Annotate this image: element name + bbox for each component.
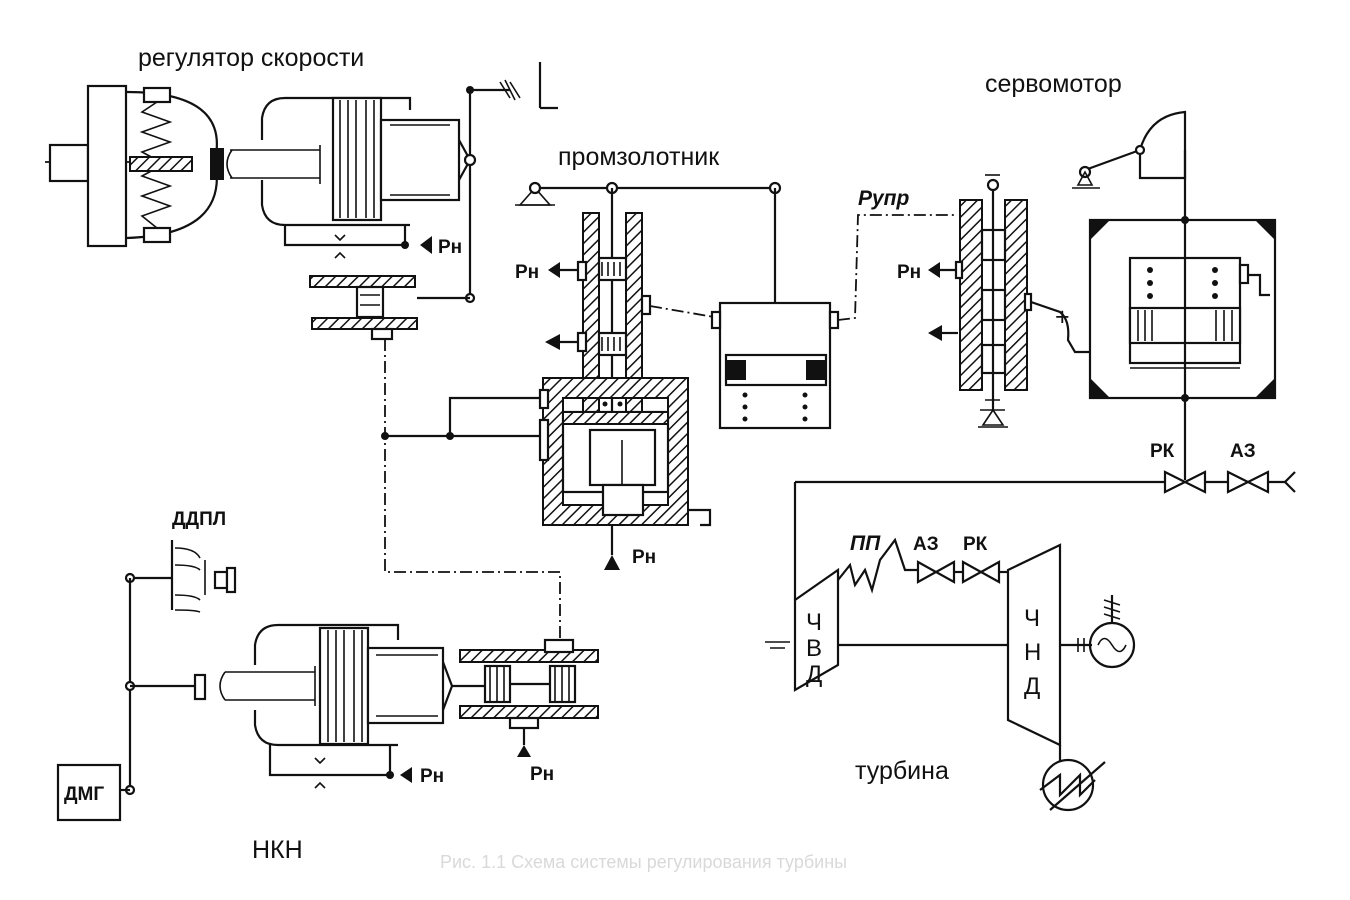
servomotor-label: сервомотор — [985, 70, 1122, 98]
servo-ribs — [1137, 310, 1233, 341]
valve-az-label-1: АЗ — [1230, 441, 1256, 462]
valve-rk-label-1: РК — [1150, 441, 1175, 462]
figure-caption: Рис. 1.1 Схема системы регулирования тур… — [440, 852, 847, 872]
lp-letter-2: Н — [1024, 639, 1041, 666]
speed-regulator-pn-label: Pн — [438, 237, 462, 258]
plus-sign: + — [1055, 303, 1070, 331]
ddpl-label: ДДПЛ — [172, 509, 226, 530]
nkn-block: ДДПЛ ДМГ — [56, 509, 599, 864]
dmg-label: ДМГ — [64, 784, 104, 805]
nkn-spool-pn-label: Pн — [530, 764, 554, 785]
turbine-label: турбина — [855, 757, 949, 785]
intermediate-spool-label: промзолотник — [558, 143, 720, 171]
steam-line: РК АЗ — [793, 398, 1296, 600]
servomotor: сервомотор Pн + — [897, 70, 1277, 428]
spool-pn-label-2: Pн — [632, 547, 656, 568]
nkn-pn-label: Pн — [420, 766, 444, 787]
valve-az-label-2: АЗ — [913, 534, 939, 555]
turbine: турбина Ч В Д ПП АЗ РК Ч Н Д — [765, 532, 1136, 812]
servo-pn-label: Pн — [897, 262, 921, 283]
intermediate-spool: промзолотник Pн — [515, 143, 955, 570]
spool-pn-label-1: Pн — [515, 262, 539, 283]
middle-oil-dots — [742, 392, 808, 422]
piston-ribs — [339, 100, 375, 218]
hp-letter-3: Д — [806, 661, 822, 688]
lp-letter-1: Ч — [1024, 605, 1040, 632]
nkn-piston-ribs — [327, 630, 363, 742]
hp-letter-2: В — [806, 635, 822, 662]
speed-regulator: регулятор скорости — [45, 44, 558, 341]
valve-rk-label-2: РК — [963, 534, 988, 555]
servo-oil-dots — [1147, 267, 1218, 299]
hp-letter-1: Ч — [806, 609, 822, 636]
speed-regulator-label: регулятор скорости — [138, 44, 364, 72]
reheater-label: ПП — [850, 532, 881, 555]
lp-letter-3: Д — [1024, 673, 1040, 700]
nkn-label: НКН — [252, 836, 303, 864]
p-control-label: Pупр — [858, 187, 910, 210]
